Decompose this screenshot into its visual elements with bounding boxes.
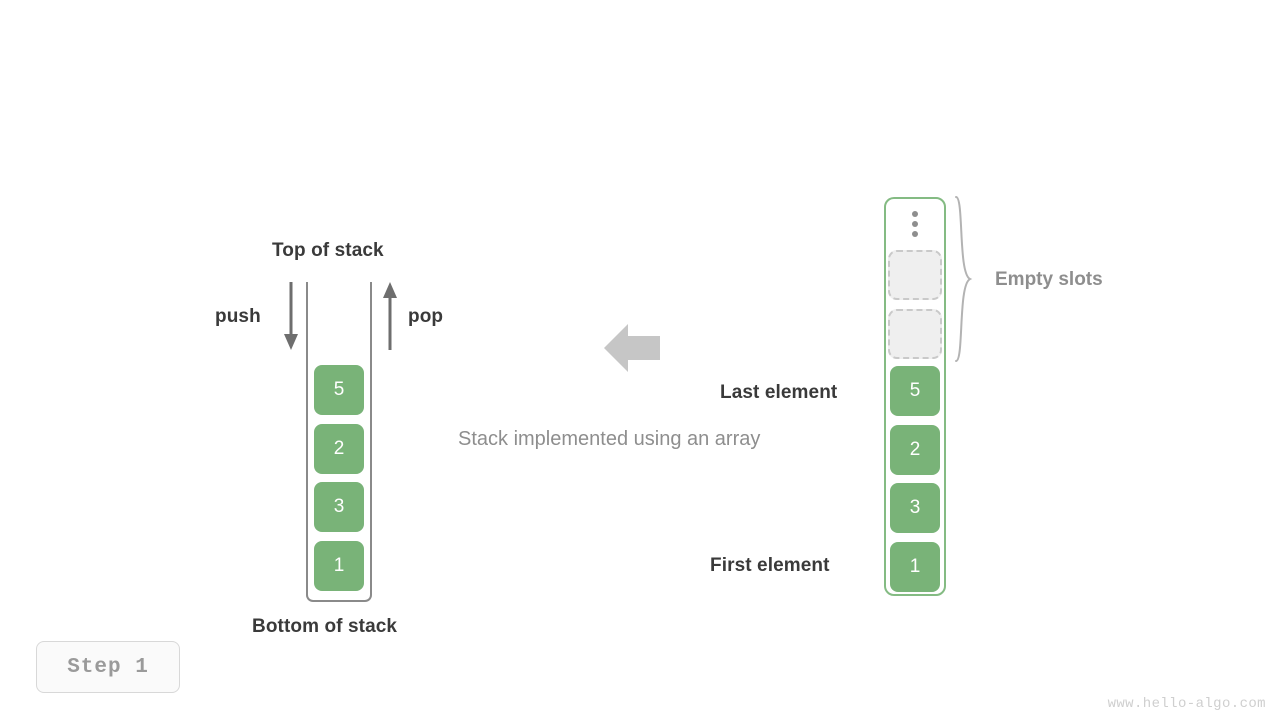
stack-cell: 3 [314,482,364,532]
array-cell: 2 [890,425,940,475]
top-of-stack-label: Top of stack [272,240,384,261]
bottom-of-stack-label: Bottom of stack [252,616,398,637]
array-cell: 5 [890,366,940,416]
stack-visual: 5 2 3 1 [306,282,372,602]
diagram-caption: Stack implemented using an array [458,428,761,450]
array-visual: 5 2 3 1 [884,197,946,596]
array-cell: 1 [890,542,940,592]
push-arrow-icon [284,282,298,350]
empty-slot [888,309,942,359]
empty-slots-brace [955,196,973,362]
step-badge: Step 1 [36,641,180,693]
vertical-ellipsis-icon [886,211,944,237]
last-element-label: Last element [720,382,838,403]
left-arrow-icon [604,324,660,372]
stack-container-walls [306,282,372,602]
empty-slot [888,250,942,300]
first-element-label: First element [710,555,830,576]
watermark: www.hello-algo.com [1107,696,1266,712]
array-cell: 3 [890,483,940,533]
pop-arrow-icon [383,282,397,350]
stack-cell: 5 [314,365,364,415]
push-label: push [215,306,261,327]
empty-slots-label: Empty slots [995,269,1103,290]
pop-label: pop [408,306,444,327]
stack-cell: 2 [314,424,364,474]
stack-cell: 1 [314,541,364,591]
